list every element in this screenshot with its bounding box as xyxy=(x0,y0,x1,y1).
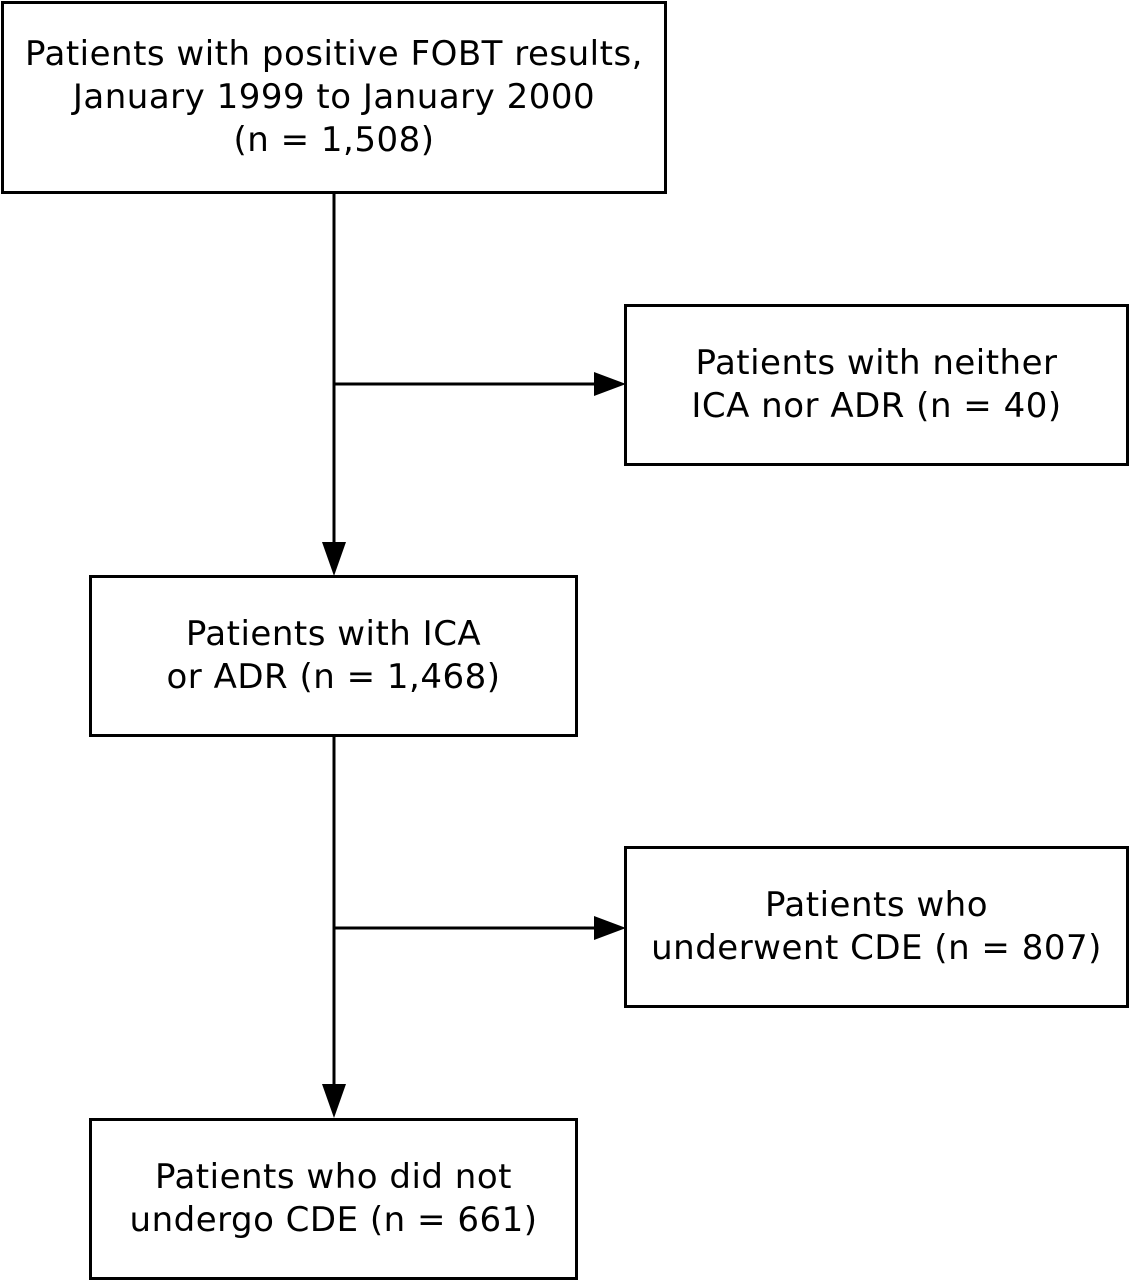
node-text-line: ICA nor ADR (n = 40) xyxy=(691,386,1062,426)
arrowhead-to-neither xyxy=(594,372,626,396)
node-text-line: Patients with ICA xyxy=(185,614,482,654)
arrowhead-to-ica xyxy=(322,542,346,576)
node-did-not-undergo-cde: Patients who did not undergo CDE (n = 66… xyxy=(89,1118,578,1280)
node-ica-or-adr: Patients with ICA or ADR (n = 1,468) xyxy=(89,575,578,737)
node-text-line: Patients who xyxy=(764,885,989,925)
node-text-line: (n = 1,508) xyxy=(233,120,435,160)
node-text-line: Patients with positive FOBT results, xyxy=(25,34,643,74)
node-neither-ica-nor-adr: Patients with neither ICA nor ADR (n = 4… xyxy=(624,304,1129,466)
arrowhead-to-cde xyxy=(594,916,626,940)
arrowhead-to-nocde xyxy=(322,1084,346,1118)
node-text-line: undergo CDE (n = 661) xyxy=(129,1200,538,1240)
node-text-line: January 1999 to January 2000 xyxy=(72,77,596,117)
node-text-line: underwent CDE (n = 807) xyxy=(651,928,1102,968)
node-text-line: Patients with neither xyxy=(695,343,1058,383)
node-text-line: or ADR (n = 1,468) xyxy=(166,657,501,697)
node-underwent-cde: Patients who underwent CDE (n = 807) xyxy=(624,846,1129,1008)
node-positive-fobt: Patients with positive FOBT results, Jan… xyxy=(1,1,667,194)
node-text-line: Patients who did not xyxy=(155,1157,512,1197)
